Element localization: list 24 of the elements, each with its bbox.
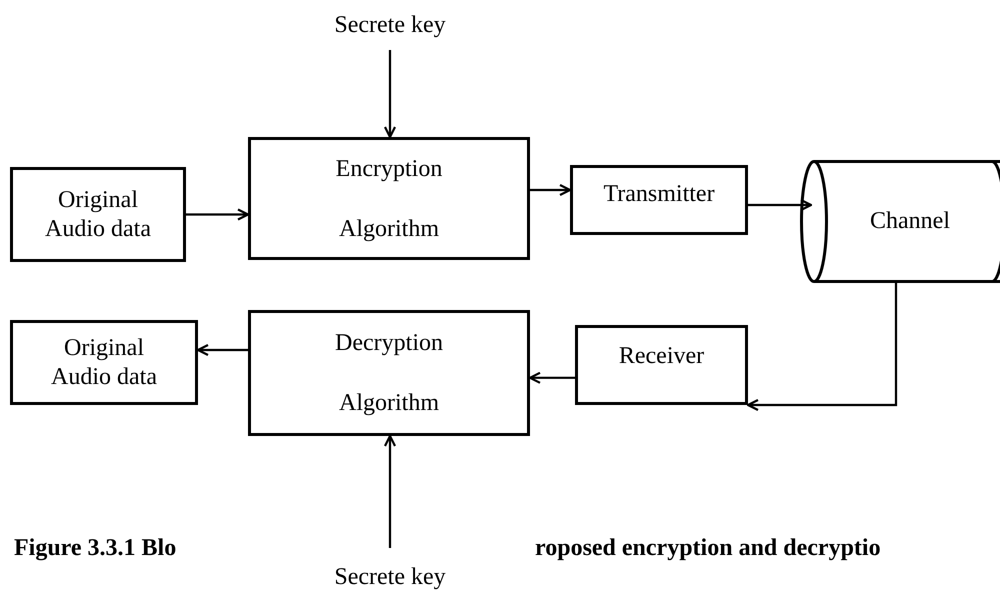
caption-text: Figure 3.3.1 Blo xyxy=(14,535,176,562)
box-label: Original Audio data xyxy=(44,186,152,244)
process-box xyxy=(248,310,530,436)
arrow xyxy=(384,434,396,548)
arrow xyxy=(530,184,572,196)
box-label: Channel xyxy=(869,207,951,236)
process-box xyxy=(248,137,530,260)
box-label: Decryption Algorithm xyxy=(334,329,444,418)
arrow xyxy=(196,344,248,356)
process-box xyxy=(10,167,186,262)
box-label: Receiver xyxy=(618,342,706,371)
box-label: Transmitter xyxy=(602,180,716,209)
arrow xyxy=(384,50,396,138)
process-box xyxy=(10,320,198,405)
process-box xyxy=(575,325,748,405)
arrow xyxy=(748,198,812,212)
box-label: Encryption Algorithm xyxy=(334,154,444,244)
box-label: Original Audio data xyxy=(50,334,158,392)
arrow xyxy=(528,372,575,384)
key-label: Secrete key xyxy=(325,8,455,42)
arrow xyxy=(746,283,898,412)
arrow xyxy=(186,208,250,221)
caption-text: roposed encryption and decryptio xyxy=(535,535,881,562)
process-box xyxy=(570,165,748,235)
